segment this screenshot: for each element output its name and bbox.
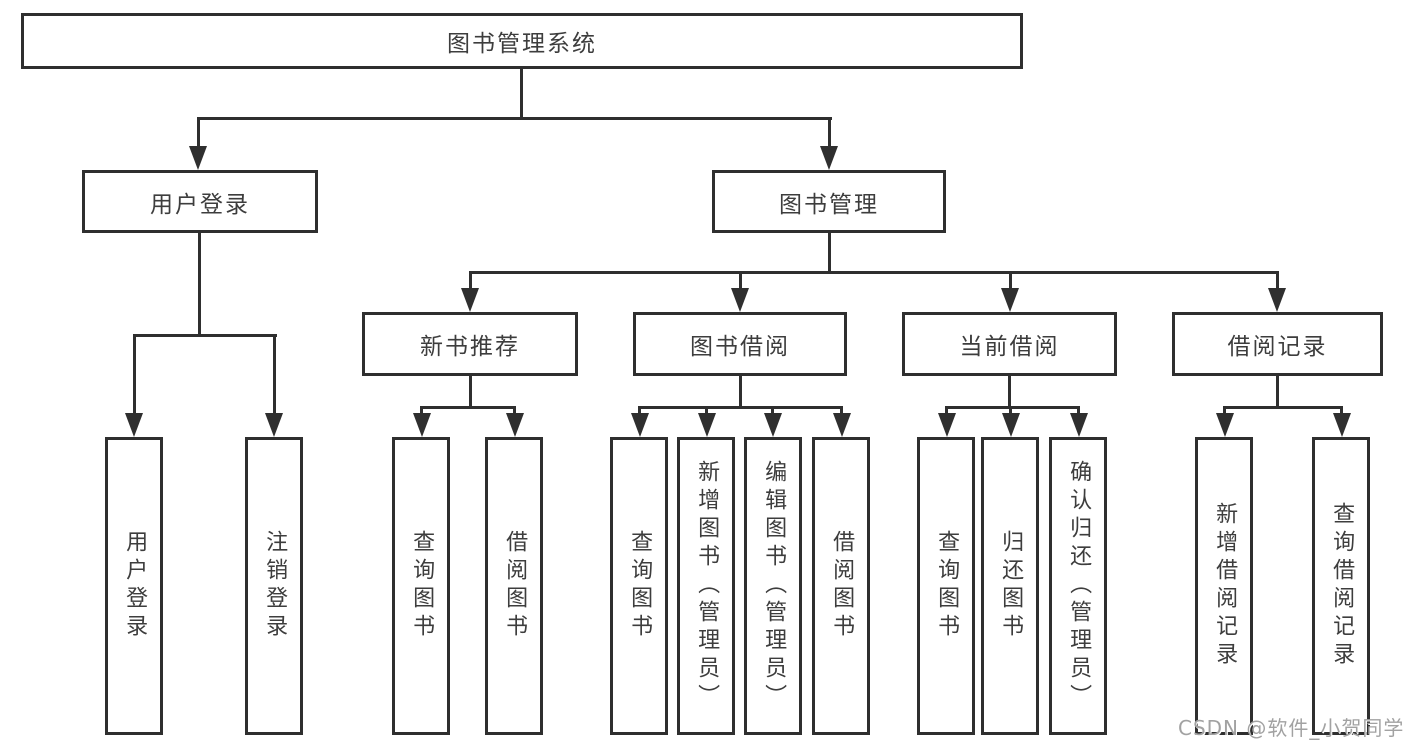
arrow-down-icon <box>631 413 649 437</box>
leaf-edit-books-admin: 编辑图书（管理员） <box>744 437 802 735</box>
node-borrowing-records: 借阅记录 <box>1172 312 1383 376</box>
csdn-watermark: CSDN @软件_小贺同学 <box>1178 716 1405 740</box>
node-new-book-recommendation-label: 新书推荐 <box>420 334 520 360</box>
arrow-down-icon <box>189 146 207 170</box>
leaf-label: 查询图书 <box>934 530 960 642</box>
connector-borrowing-records-stem <box>1276 374 1279 408</box>
connector-drop-book-borrowing <box>739 271 742 291</box>
node-user-login-label: 用户登录 <box>150 191 250 218</box>
connector-new-book-branch <box>420 406 515 409</box>
leaf-user-login: 用户登录 <box>105 437 163 735</box>
leaf-add-borrow-record: 新增借阅记录 <box>1195 437 1253 735</box>
arrow-down-icon <box>1268 288 1286 312</box>
node-user-login: 用户登录 <box>82 170 318 233</box>
arrow-down-icon <box>820 146 838 170</box>
arrow-down-icon <box>938 413 956 437</box>
arrow-down-icon <box>833 413 851 437</box>
node-root: 图书管理系统 <box>21 13 1023 69</box>
arrow-down-icon <box>764 413 782 437</box>
leaf-label: 查询图书 <box>627 530 653 642</box>
leaf-label: 确认归还（管理员） <box>1066 460 1092 712</box>
connector-drop <box>945 406 948 416</box>
connector-drop <box>1009 406 1012 416</box>
node-book-management: 图书管理 <box>712 170 946 233</box>
arrow-down-icon <box>698 413 716 437</box>
leaf-borrow-books-borrowing: 借阅图书 <box>812 437 870 735</box>
arrow-down-icon <box>461 288 479 312</box>
arrow-down-icon <box>1002 413 1020 437</box>
connector-borrowing-records-branch <box>1223 406 1342 409</box>
leaf-label: 新增借阅记录 <box>1212 502 1238 670</box>
arrow-down-icon <box>506 413 524 437</box>
arrow-down-icon <box>731 288 749 312</box>
leaf-label: 注销登录 <box>262 530 288 642</box>
leaf-label: 查询借阅记录 <box>1329 502 1355 670</box>
leaf-logout-login: 注销登录 <box>245 437 303 735</box>
connector-drop-borrowing-records <box>1276 271 1279 291</box>
arrow-down-icon <box>1333 413 1351 437</box>
connector-current-borrowing-stem <box>1008 374 1011 408</box>
connector-new-book-stem <box>469 374 472 408</box>
node-current-borrowing-label: 当前借阅 <box>959 334 1060 360</box>
connector-drop <box>1340 406 1343 416</box>
connector-root-stem <box>520 66 523 119</box>
arrow-down-icon <box>1001 288 1019 312</box>
leaf-query-books-recommend: 查询图书 <box>392 437 450 735</box>
leaf-confirm-return-admin: 确认归还（管理员） <box>1049 437 1107 735</box>
node-root-label: 图书管理系统 <box>447 31 597 57</box>
connector-drop <box>420 406 423 416</box>
leaf-return-books: 归还图书 <box>981 437 1039 735</box>
node-borrowing-records-label: 借阅记录 <box>1227 334 1328 360</box>
leaf-label: 归还图书 <box>998 530 1024 642</box>
connector-book-management-stem <box>828 231 831 273</box>
connector-drop-user-login <box>197 117 200 149</box>
arrow-down-icon <box>413 413 431 437</box>
leaf-add-books-admin: 新增图书（管理员） <box>677 437 735 735</box>
leaf-query-borrow-record: 查询借阅记录 <box>1312 437 1370 735</box>
connector-drop <box>1077 406 1080 416</box>
connector-root-branch <box>197 117 832 120</box>
node-new-book-recommendation: 新书推荐 <box>362 312 578 376</box>
leaf-label: 借阅图书 <box>829 530 855 642</box>
leaf-borrow-books-recommend: 借阅图书 <box>485 437 543 735</box>
connector-drop <box>771 406 774 416</box>
connector-drop-current-borrowing <box>1009 271 1012 291</box>
leaf-query-books-borrowing: 查询图书 <box>610 437 668 735</box>
leaf-query-books-current: 查询图书 <box>917 437 975 735</box>
connector-drop-new-book <box>469 271 472 291</box>
connector-drop <box>705 406 708 416</box>
arrow-down-icon <box>1216 413 1234 437</box>
connector-drop-leaf-logout <box>273 334 276 416</box>
arrow-down-icon <box>1070 413 1088 437</box>
connector-user-login-stem <box>198 231 201 337</box>
leaf-label: 编辑图书（管理员） <box>761 460 787 712</box>
connector-drop <box>638 406 641 416</box>
leaf-label: 用户登录 <box>122 530 148 642</box>
arrow-down-icon <box>125 413 143 437</box>
connector-drop <box>1223 406 1226 416</box>
connector-book-borrowing-stem <box>739 374 742 408</box>
leaf-label: 借阅图书 <box>502 530 528 642</box>
arrow-down-icon <box>265 413 283 437</box>
leaf-label: 新增图书（管理员） <box>694 460 720 712</box>
node-current-borrowing: 当前借阅 <box>902 312 1117 376</box>
leaf-label: 查询图书 <box>409 530 435 642</box>
node-book-management-label: 图书管理 <box>779 191 879 218</box>
connector-book-borrowing-branch <box>638 406 842 409</box>
connector-drop-leaf-user-login <box>133 334 136 416</box>
connector-drop <box>840 406 843 416</box>
connector-book-management-branch <box>469 271 1279 274</box>
node-book-borrowing-label: 图书借阅 <box>690 334 790 360</box>
connector-current-borrowing-branch <box>945 406 1079 409</box>
connector-drop <box>513 406 516 416</box>
node-book-borrowing: 图书借阅 <box>633 312 847 376</box>
connector-drop-book-management <box>828 117 831 149</box>
connector-user-login-branch <box>133 334 277 337</box>
